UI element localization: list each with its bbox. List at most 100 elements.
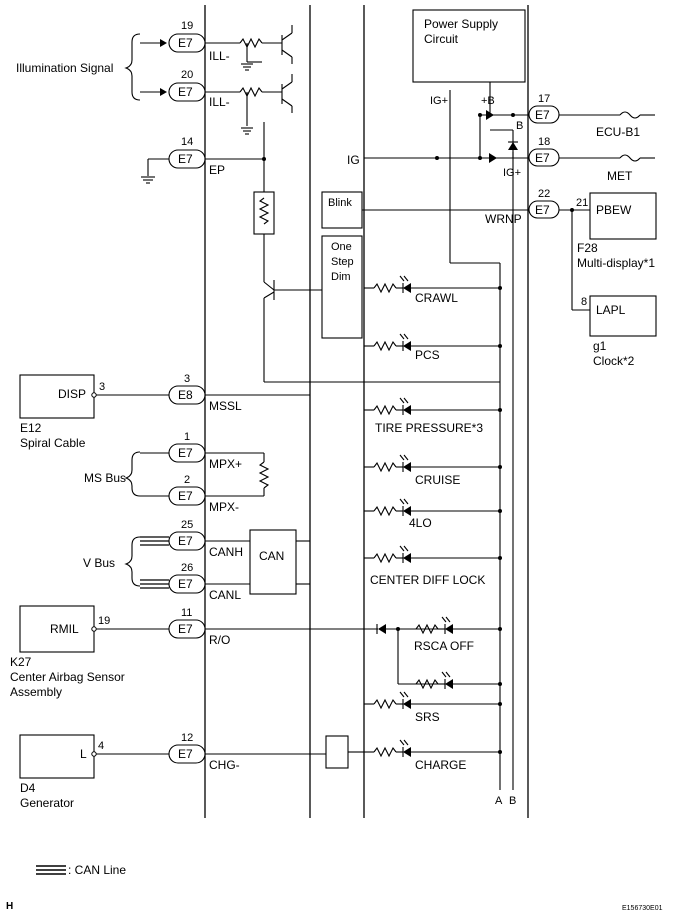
power-supply-box bbox=[412, 9, 526, 83]
diode-icon bbox=[489, 153, 497, 163]
diode-icon bbox=[486, 110, 494, 120]
power-supply-label-2: Circuit bbox=[424, 32, 459, 46]
airbag-sensor-box bbox=[19, 605, 95, 653]
onestep-label-2: Step bbox=[331, 256, 354, 268]
pin-17: 17 bbox=[538, 93, 550, 105]
pin-canl: CANL bbox=[209, 588, 241, 602]
svg-text:E7: E7 bbox=[178, 489, 193, 503]
illumination-brace bbox=[124, 33, 141, 101]
indicator-tire-label: TIRE PRESSURE*3 bbox=[375, 421, 483, 435]
indicator-tire-led-icon bbox=[403, 405, 411, 415]
indicator-4lo-light-rays bbox=[399, 498, 409, 505]
can-line-canh bbox=[140, 536, 169, 546]
pin-ill-2: ILL- bbox=[209, 95, 230, 109]
indicator-center-diff-led-icon bbox=[403, 553, 411, 563]
generator-box bbox=[19, 734, 95, 779]
ill-2-circuit bbox=[205, 74, 293, 135]
svg-text:E7: E7 bbox=[178, 577, 193, 591]
indicator-tire-junction bbox=[498, 408, 502, 412]
indicator-srs-resistor bbox=[373, 698, 397, 710]
pin-wrnp-label: WRNP bbox=[485, 212, 522, 226]
multi-display-name: Multi-display*1 bbox=[577, 256, 655, 270]
pin-21: 21 bbox=[576, 197, 588, 209]
indicator-crawl-label: CRAWL bbox=[415, 291, 458, 305]
connector-e7-25: E7 bbox=[168, 531, 206, 551]
svg-text:E7: E7 bbox=[535, 203, 550, 217]
footer-code-right: E156730E01 bbox=[622, 905, 663, 912]
pin-3: 3 bbox=[184, 373, 190, 385]
connector-e7-14: E7 bbox=[168, 149, 206, 169]
pin-b-label: B bbox=[516, 120, 523, 132]
pin-igplus-label: IG+ bbox=[430, 95, 448, 107]
indicator-rsca-lower-junction bbox=[498, 682, 502, 686]
v-bus-brace bbox=[124, 536, 141, 587]
diode-icon bbox=[508, 142, 518, 150]
fuse-icon bbox=[619, 111, 641, 119]
airbag-name: Center Airbag Sensor bbox=[10, 670, 125, 684]
indicator-rsca-upper-resistor bbox=[415, 623, 439, 635]
connector-e7-11: E7 bbox=[168, 619, 206, 639]
transistor-icon bbox=[263, 281, 275, 291]
indicator-crawl-resistor bbox=[373, 282, 397, 294]
connector-e8-3: E8 bbox=[168, 385, 206, 405]
indicator-pcs-led-icon bbox=[403, 341, 411, 351]
indicator-4lo-junction bbox=[498, 509, 502, 513]
connector-e7-22: E7 bbox=[528, 200, 560, 219]
indicator-rsca-lower-light-rays bbox=[441, 671, 451, 678]
svg-text:E7: E7 bbox=[178, 446, 193, 460]
pin-22: 22 bbox=[538, 188, 550, 200]
pin-8: 8 bbox=[581, 296, 587, 308]
connector-e7-26: E7 bbox=[168, 574, 206, 594]
connector-e7-20: E7 bbox=[168, 82, 206, 102]
indicator-srs-led-icon bbox=[403, 699, 411, 709]
resistor-zigzag bbox=[258, 197, 270, 225]
indicator-center-diff-light-rays bbox=[399, 545, 409, 552]
pin-18: 18 bbox=[538, 136, 550, 148]
chg-relay-box bbox=[325, 735, 349, 769]
pin-25: 25 bbox=[181, 519, 193, 531]
junction bbox=[511, 113, 515, 117]
bus-b-label: B bbox=[509, 795, 516, 807]
pbew-pin-name: PBEW bbox=[596, 203, 632, 217]
pin-14: 14 bbox=[181, 136, 193, 148]
blink-box bbox=[321, 191, 363, 229]
diode-icon bbox=[378, 624, 386, 634]
spiral-cable-code: E12 bbox=[20, 421, 42, 435]
indicator-crawl-led-icon bbox=[403, 283, 411, 293]
svg-text:E7: E7 bbox=[535, 151, 550, 165]
indicator-rsca-upper-light-rays bbox=[441, 616, 451, 623]
airbag-name-2: Assembly bbox=[10, 685, 62, 699]
pin-19b: 19 bbox=[98, 615, 110, 627]
indicator-4lo-resistor bbox=[373, 505, 397, 517]
indicator-charge-led-icon bbox=[403, 747, 411, 757]
bus-a-label: A bbox=[495, 795, 503, 807]
spiral-cable-box bbox=[19, 374, 95, 419]
pin-mssl: MSSL bbox=[209, 399, 242, 413]
disp-pin-name: DISP bbox=[58, 387, 86, 401]
terminal-icon bbox=[91, 392, 97, 398]
svg-text:E7: E7 bbox=[178, 85, 193, 99]
svg-text:E8: E8 bbox=[178, 388, 193, 402]
one-step-dim-box bbox=[321, 235, 363, 339]
indicator-rsca-label: RSCA OFF bbox=[414, 639, 474, 653]
indicator-srs-junction bbox=[498, 702, 502, 706]
connector-e7-18: E7 bbox=[528, 148, 560, 167]
connector-e7-19: E7 bbox=[168, 33, 206, 53]
svg-text:E7: E7 bbox=[178, 622, 193, 636]
lapl-pin-name: LAPL bbox=[596, 303, 626, 317]
indicator-cruise-led-icon bbox=[403, 462, 411, 472]
pin-igplus2-label: IG+ bbox=[503, 167, 521, 179]
arrow-icon bbox=[160, 39, 167, 47]
multi-display-box bbox=[589, 192, 657, 240]
pin-ill-1: ILL- bbox=[209, 49, 230, 63]
indicator-charge-resistor bbox=[373, 746, 397, 758]
pin-mpxm: MPX- bbox=[209, 500, 239, 514]
airbag-code: K27 bbox=[10, 655, 32, 669]
connector-e7-12: E7 bbox=[168, 744, 206, 764]
svg-text:E7: E7 bbox=[178, 152, 193, 166]
v-bus-label: V Bus bbox=[83, 556, 115, 570]
pin-ep: EP bbox=[209, 163, 225, 177]
pin-mpxp: MPX+ bbox=[209, 457, 242, 471]
svg-text:E7: E7 bbox=[178, 36, 193, 50]
indicator-4lo-label: 4LO bbox=[409, 516, 432, 530]
